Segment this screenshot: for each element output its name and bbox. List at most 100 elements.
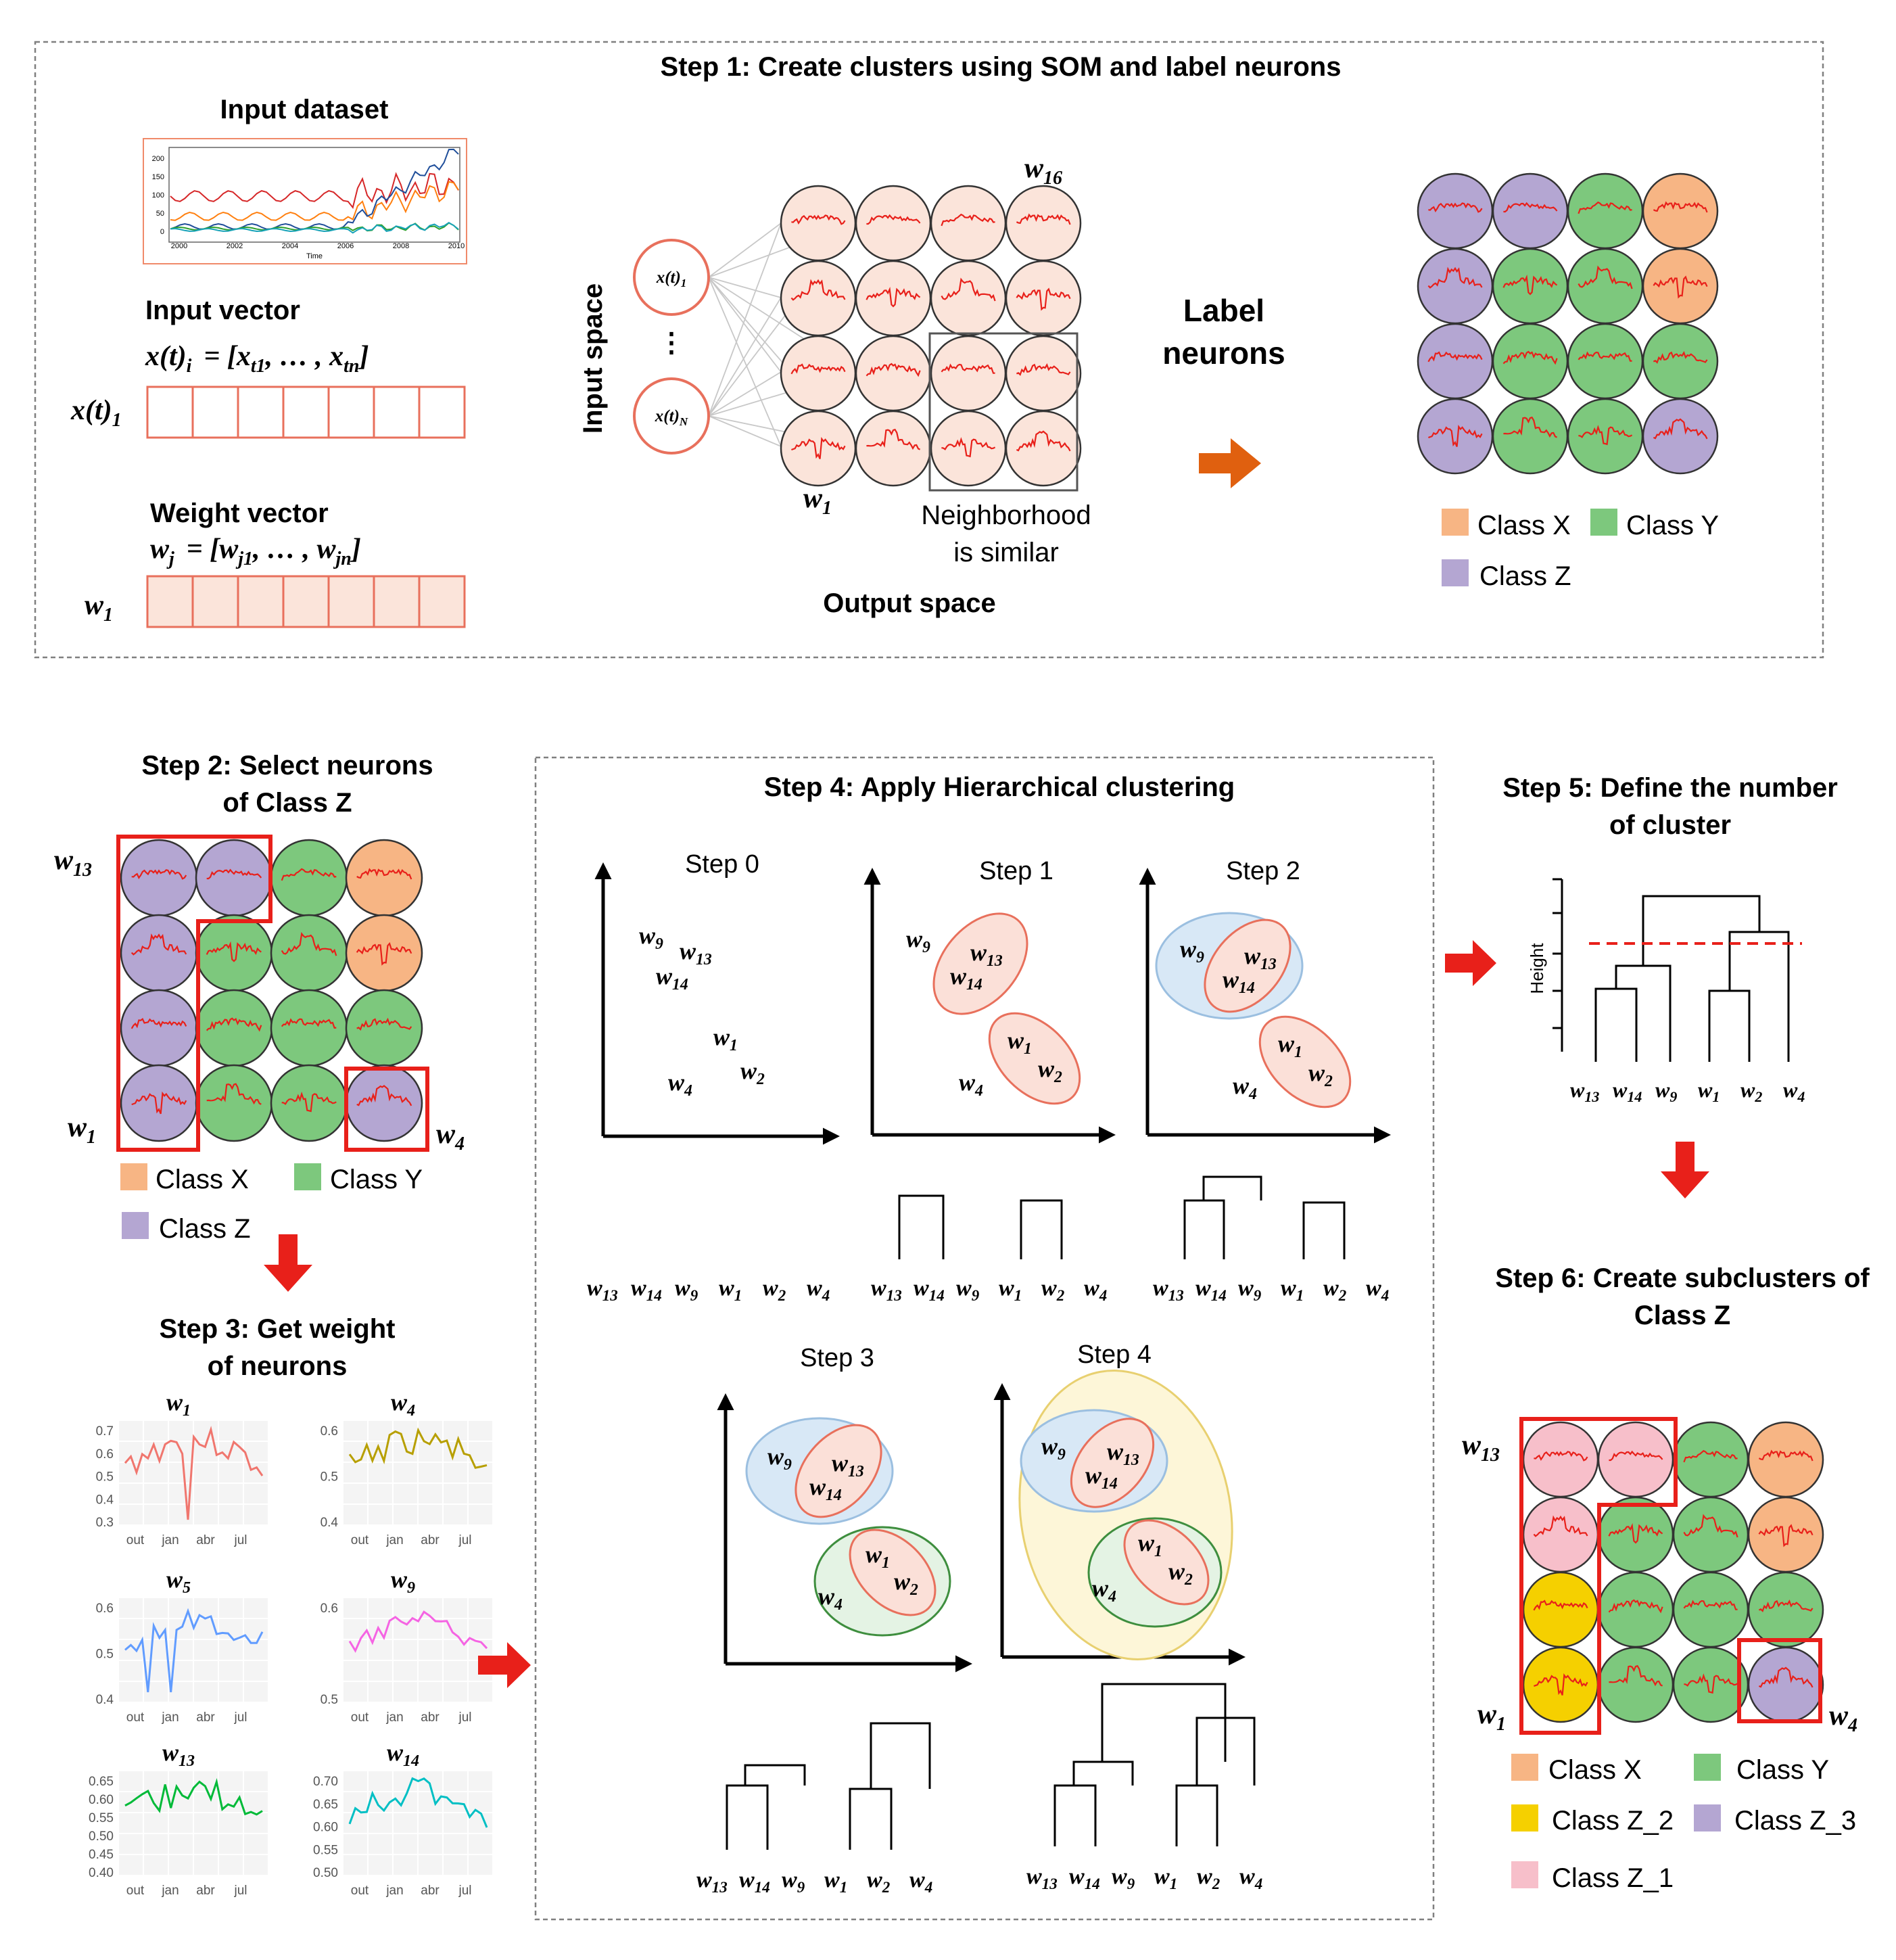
som-link [708,415,782,447]
dendrogram-leaf-label: w4 [1084,1276,1107,1304]
labeled-neuron-trace-2-2 [1578,351,1632,362]
arrow-down-red-icon-step5 [1661,1142,1709,1198]
weight-chart-xtick: out [351,1533,369,1547]
weight-chart-title: w5 [166,1566,191,1597]
step1-title: Step 1: Create clusters using SOM and la… [661,52,1342,82]
labeled-neuron-3-3 [1642,398,1719,475]
step6-legend-swatch-class-z2 [1511,1804,1538,1831]
step6-legend-swatch-class-x [1511,1754,1538,1781]
step6-legend-swatch-class-z1 [1511,1861,1538,1888]
dendrogram-leaf-label: w13 [696,1867,728,1896]
step6-legend-label-class-y: Class Y [1736,1755,1829,1785]
mini-chart-xtick: 2002 [227,242,243,250]
dendrogram-link [898,1194,945,1259]
step3-title-line2: of neurons [208,1351,348,1381]
step6-panel: Step 6: Create subclusters of Class Z w1… [1462,1263,1870,1893]
step3-panel: Step 3: Get weight of neurons w10.70.60.… [89,1314,531,1898]
weight-chart-ytick: 0.6 [96,1447,114,1462]
weight-chart-ytick: 0.55 [89,1811,114,1825]
step2-neuron-trace-2-0 [131,1018,187,1029]
weight-chart-xtick: jul [458,1884,471,1898]
step2-w1-label: w1 [68,1112,96,1148]
height-axis-label: Height [1527,943,1547,994]
step5-leaf-label: w2 [1740,1077,1762,1105]
weight-chart-ytick: 0.60 [313,1821,338,1835]
weight-chart-line [348,1777,488,1828]
cluster-ellipse-all [1018,1370,1233,1660]
mini-chart-xtick: 2000 [171,242,187,250]
step5-link-w13-w14 [1594,987,1638,1062]
cluster-point-label: w1 [866,1541,890,1572]
step6-neuron-trace-1-1 [1608,1523,1663,1544]
weight-chart-ytick: 0.3 [96,1516,114,1530]
labeled-neuron-trace-1-0 [1427,266,1483,289]
legend-label-class-x: Class X [1477,511,1571,540]
weight-chart-ytick: 0.5 [96,1648,114,1662]
input-dataset-label: Input dataset [220,95,389,124]
step6-legend-label-class-z1: Class Z_1 [1552,1863,1674,1893]
dendrogram-leaf-label: w1 [1281,1276,1304,1304]
neighborhood-box [928,332,1079,492]
input-node-ellipsis: ⋮ [658,328,685,358]
cluster-point-label: w2 [740,1057,765,1088]
step5-link-w1-w2 [1708,989,1751,1062]
weight-vector-cells [146,575,466,628]
weight-chart-title: w14 [387,1739,419,1770]
dendrogram-leaf-label: w1 [719,1276,742,1304]
input-vector-equation: x(t)i= [xt1, … , xtn] [145,341,369,377]
dendrogram-leaf-label: w4 [909,1867,932,1896]
weight-chart-line [348,1427,488,1469]
dendrogram-leaf-label: w14 [739,1867,770,1896]
dendrogram-link [1101,1683,1227,1762]
som-neuron-trace-1-3 [1016,287,1071,311]
weight-chart-title: w4 [391,1389,415,1420]
mini-chart-plot [168,147,460,243]
weight-chart-xtick: abr [196,1710,215,1725]
weight-chart-title: w9 [391,1566,415,1597]
label-neurons-line1: Label [1183,293,1264,328]
dendrogram-leaf-label: w14 [1195,1276,1227,1304]
weight-chart-ytick: 0.55 [313,1843,338,1857]
mini-chart-xtick: 2008 [393,242,409,250]
step4-title: Step 4: Apply Hierarchical clustering [764,772,1235,802]
cluster-point-label: w1 [1278,1030,1302,1061]
weight-chart-ytick: 0.7 [96,1424,114,1439]
cluster-point-label: w9 [906,925,930,956]
weight-chart-xtick: abr [196,1884,215,1898]
neighborhood-label-line2: is similar [953,538,1059,567]
w4-selection-box [344,1067,429,1152]
dendrogram-leaf-label: w2 [1197,1864,1220,1892]
input-row-label: x(t)1 [70,395,122,431]
labeled-neuron-trace-2-3 [1653,350,1708,364]
cluster-point-label: w13 [680,937,712,969]
step2-legend-swatch-class-y [294,1163,321,1190]
neighborhood-label-line1: Neighborhood [921,500,1091,530]
labeled-neuron-trace-1-3 [1653,275,1708,299]
som-link [708,297,782,417]
som-neuron-trace-2-2 [941,363,995,374]
weight-chart-xtick: jan [161,1710,179,1725]
step6-w13-label: w13 [1462,1430,1500,1466]
weight-chart-xtick: jan [161,1533,179,1547]
weight-chart-xtick: jan [161,1884,179,1898]
weight-chart-ytick: 0.5 [321,1693,338,1707]
step6-neuron-trace-0-0 [1534,1451,1588,1462]
step6-neuron-trace-2-1 [1608,1599,1663,1614]
step5-leaf-label: w9 [1655,1077,1677,1105]
weight-chart-ytick: 0.65 [313,1798,338,1812]
weight-chart-xtick: jul [233,1884,247,1898]
step6-legend-label-class-z2: Class Z_2 [1552,1806,1674,1836]
weight-chart-ytick: 0.60 [89,1793,114,1807]
som-link [708,277,782,298]
step6-title-line1: Step 6: Create subclusters of [1495,1263,1870,1293]
labeled-neuron-trace-3-2 [1578,425,1633,446]
som-link [708,277,782,447]
weight-chart-xtick: abr [421,1710,440,1725]
weight-cell-5 [373,575,421,628]
weight-chart-line [348,1610,488,1653]
arrow-down-red-icon [264,1234,312,1292]
dendrogram-leaf-label: w9 [675,1276,698,1304]
labeled-neuron-trace-3-3 [1653,418,1708,440]
mini-chart-ytick: 50 [156,210,164,218]
